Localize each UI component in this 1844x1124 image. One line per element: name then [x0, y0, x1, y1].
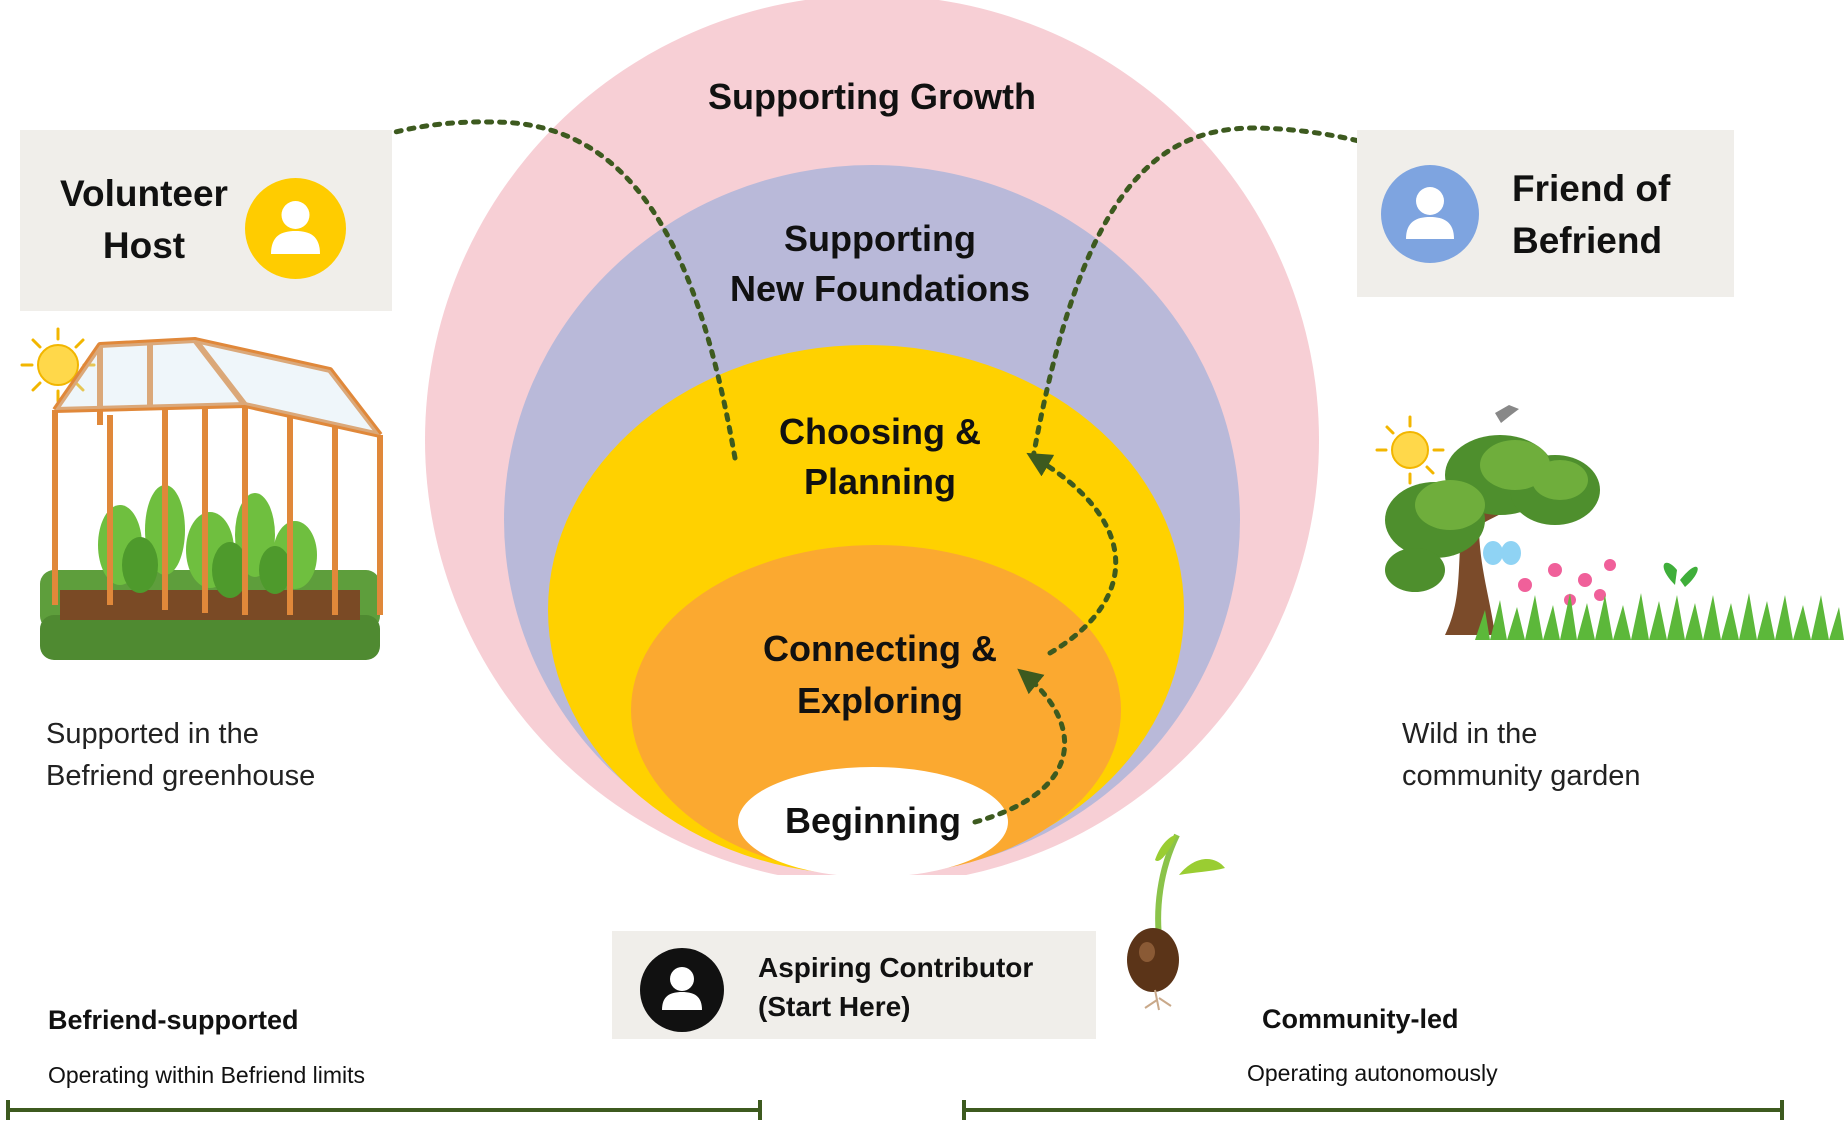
sun-icon — [1375, 415, 1445, 485]
scale-right-subtitle: Operating autonomously — [1247, 1060, 1498, 1086]
label-connecting-exploring: Connecting & Exploring — [700, 623, 1060, 727]
volunteer-host-line2: Host — [102, 225, 186, 266]
label-supporting-growth: Supporting Growth — [708, 76, 1036, 117]
greenhouse-caption-line2: Befriend greenhouse — [46, 760, 316, 792]
greenhouse-caption: Supported in the Befriend greenhouse — [46, 713, 376, 797]
label-connecting-line1: Connecting & — [763, 628, 997, 669]
label-choosing-planning: Choosing & Planning — [700, 407, 1060, 507]
core-beginning — [738, 767, 1008, 875]
aspiring-title: Aspiring Contributor (Start Here) — [758, 948, 1033, 1026]
label-connecting-line2: Exploring — [796, 680, 963, 721]
sprout-icon — [1663, 562, 1698, 587]
aspiring-line2: (Start Here) — [758, 991, 911, 1022]
path-beginning-to-connecting — [972, 668, 1067, 825]
label-choosing-line2: Planning — [804, 461, 956, 502]
garden-caption-line2: community garden — [1402, 760, 1641, 792]
scale-right-title: Community-led — [1262, 1004, 1459, 1034]
friend-title: Friend of Befriend — [1512, 163, 1712, 267]
scale-left-line — [6, 1100, 762, 1120]
aspiring-avatar — [640, 948, 724, 1032]
person-icon — [662, 967, 702, 1010]
tree-garden-icon — [1375, 405, 1844, 640]
sun-icon — [20, 327, 96, 403]
person-icon — [271, 201, 320, 254]
person-icon — [1406, 187, 1454, 239]
label-new-foundations: Supporting New Foundations — [680, 214, 1080, 314]
volunteer-host-avatar — [245, 178, 346, 279]
volunteer-host-line1: Volunteer — [60, 173, 228, 214]
path-connecting-to-choosing — [1026, 452, 1119, 656]
label-beginning: Beginning — [785, 800, 961, 841]
garden-caption: Wild in the community garden — [1402, 713, 1732, 797]
scale-left-title: Befriend-supported — [48, 1005, 299, 1035]
label-new-foundations-line1: Supporting — [784, 218, 976, 259]
greenhouse-caption-line1: Supported in the — [46, 718, 259, 750]
ring-connecting-exploring — [631, 545, 1121, 875]
scale-right-line — [962, 1100, 1784, 1120]
label-new-foundations-line2: New Foundations — [730, 268, 1030, 309]
scale-left-subtitle: Operating within Befriend limits — [48, 1062, 366, 1088]
butterfly-icon — [1483, 541, 1521, 565]
seedling-icon — [1127, 833, 1225, 1011]
label-choosing-line1: Choosing & — [779, 411, 981, 452]
volunteer-host-title: Volunteer Host — [54, 168, 234, 272]
friend-line2: Befriend — [1512, 220, 1663, 261]
friend-avatar — [1381, 165, 1479, 263]
garden-caption-line1: Wild in the — [1402, 718, 1538, 750]
bird-icon — [1495, 405, 1519, 423]
friend-line1: Friend of — [1512, 168, 1671, 209]
greenhouse-icon — [20, 327, 383, 660]
aspiring-line1: Aspiring Contributor — [758, 952, 1034, 983]
